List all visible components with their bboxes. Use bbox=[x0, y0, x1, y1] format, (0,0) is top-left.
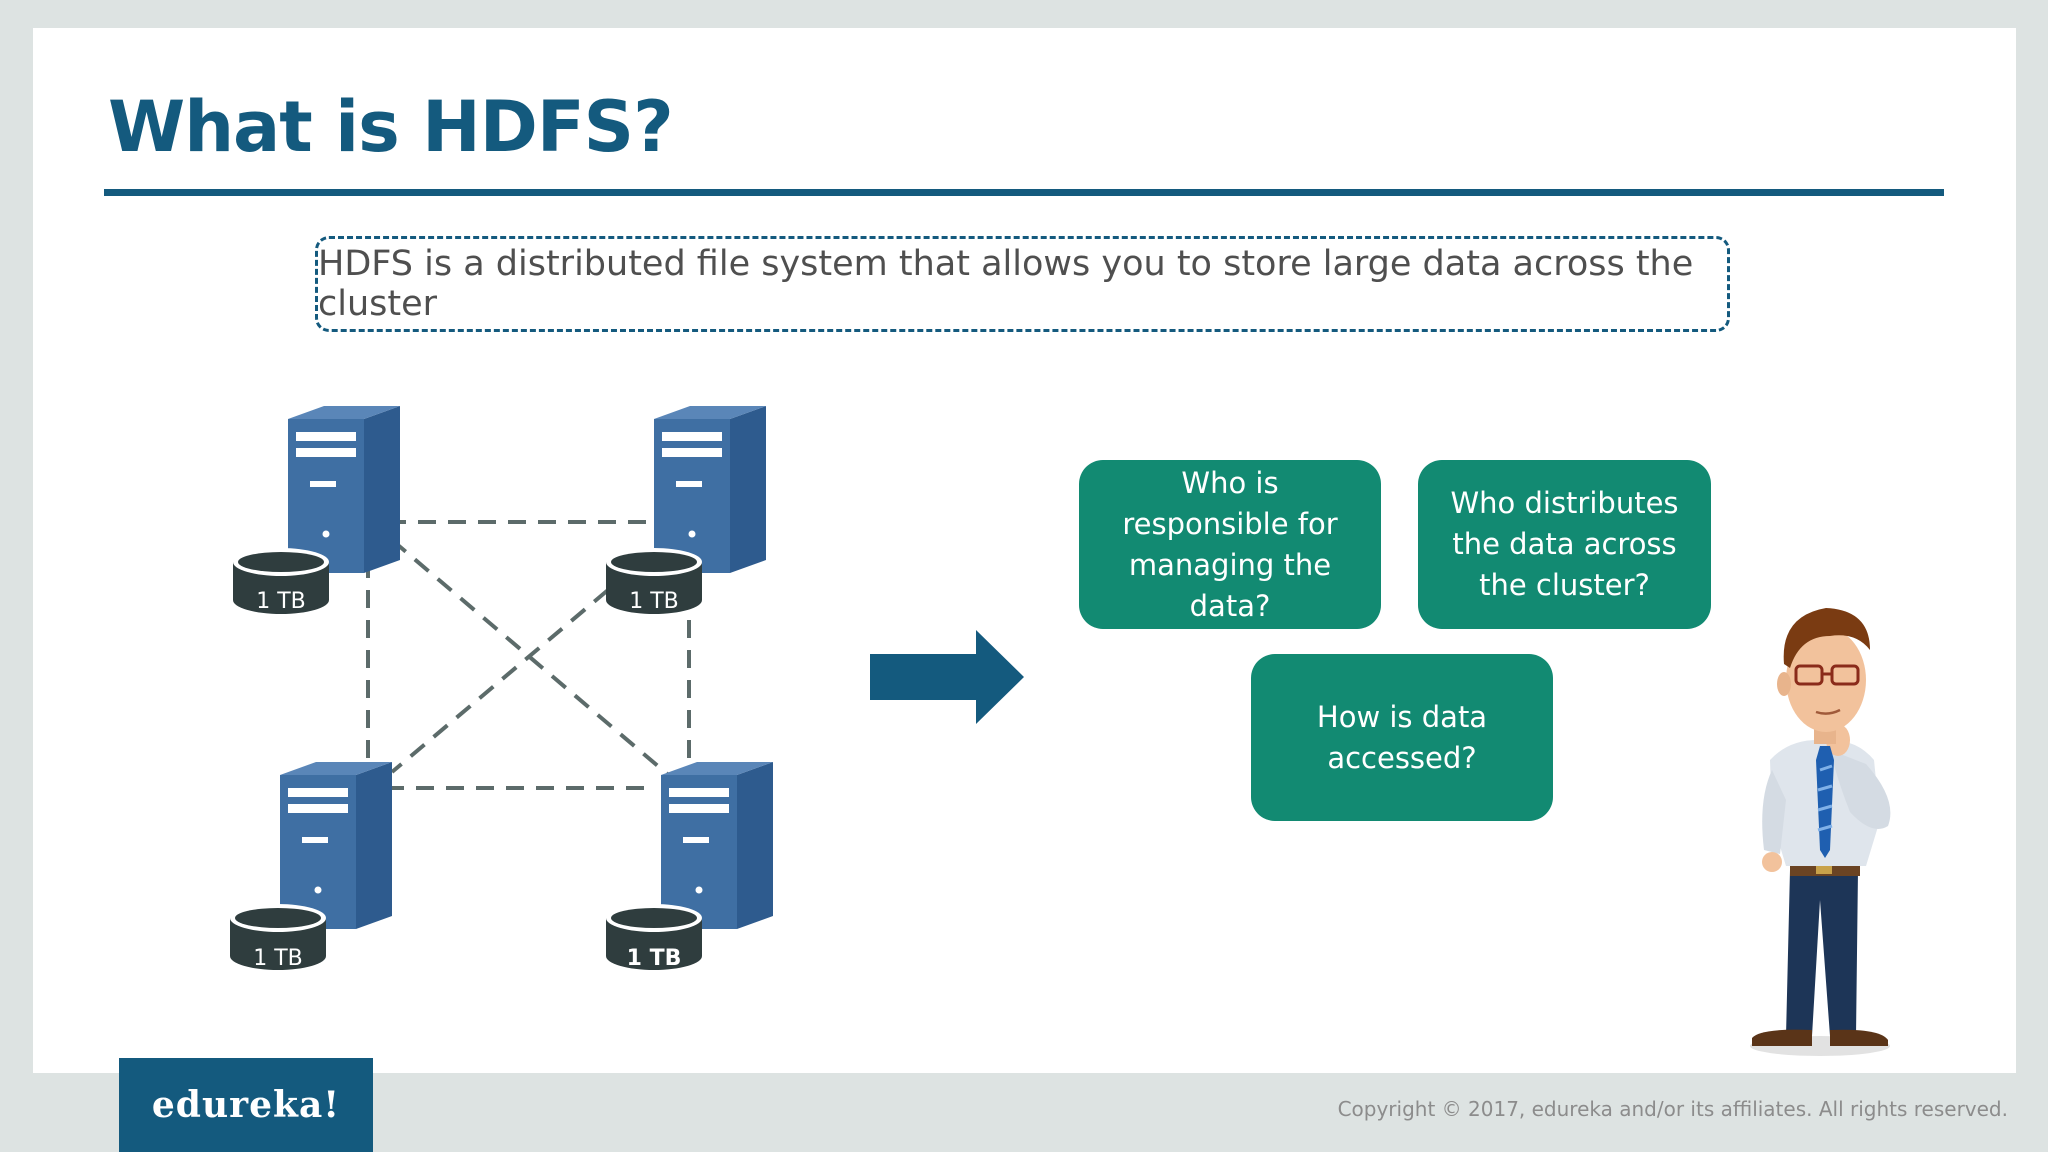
disk-label: 1 TB bbox=[253, 946, 303, 971]
line-diagonal-1 bbox=[390, 538, 674, 780]
server-icon bbox=[661, 762, 773, 929]
copyright-text: Copyright © 2017, edureka and/or its aff… bbox=[1337, 1097, 2008, 1121]
line-diagonal-2 bbox=[390, 588, 610, 774]
server-icon bbox=[280, 762, 392, 929]
server-node-3: 1 TB bbox=[230, 762, 392, 971]
disk-label: 1 TB bbox=[256, 589, 306, 614]
question-box-data-distribution: Who distributes the data across the clus… bbox=[1418, 460, 1711, 629]
question-box-data-management: Who is responsible for managing the data… bbox=[1079, 460, 1381, 629]
server-icon bbox=[288, 406, 400, 573]
disk-label: 1 TB bbox=[629, 589, 679, 614]
disk-label: 1 TB bbox=[627, 946, 682, 971]
question-text: How is data accessed? bbox=[1316, 699, 1488, 775]
question-text: Who is responsible for managing the data… bbox=[1122, 465, 1338, 623]
thinking-man-illustration bbox=[1750, 608, 1891, 1056]
server-node-2: 1 TB bbox=[606, 406, 766, 614]
page-title: What is HDFS? bbox=[108, 86, 674, 168]
edureka-logo: edureka! bbox=[119, 1058, 373, 1152]
logo-text: edureka! bbox=[151, 1084, 341, 1126]
question-text: Who distributes the data across the clus… bbox=[1450, 486, 1679, 602]
arrow-right-icon bbox=[870, 630, 1024, 724]
server-node-1: 1 TB bbox=[233, 406, 400, 614]
server-node-4: 1 TB bbox=[606, 762, 773, 971]
title-divider bbox=[104, 189, 1944, 196]
definition-text: HDFS is a distributed file system that a… bbox=[318, 244, 1694, 324]
server-icon bbox=[654, 406, 766, 573]
definition-box: HDFS is a distributed file system that a… bbox=[315, 236, 1730, 332]
question-box-data-access: How is data accessed? bbox=[1251, 654, 1553, 821]
